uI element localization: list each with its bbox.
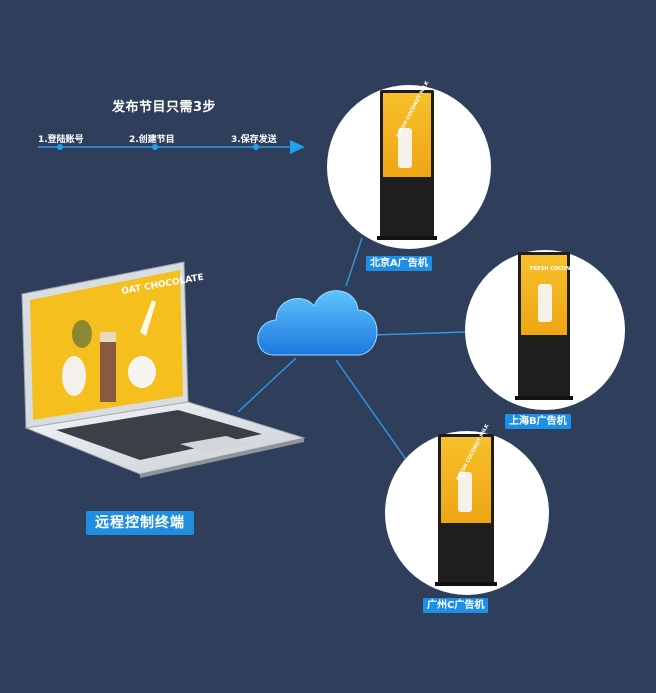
arrow-right-icon: [290, 140, 305, 154]
step-dot-3: [253, 144, 259, 150]
step-dot-1: [57, 144, 63, 150]
laptop-keyboard: [56, 410, 262, 460]
link-shanghai: [371, 331, 467, 336]
kiosk-beijing-label: 北京A广告机: [366, 256, 432, 271]
drink-glass: [100, 340, 116, 402]
link-laptop: [237, 357, 297, 413]
step-1-label: 1.登陆账号: [38, 135, 84, 145]
steps-timeline: [38, 140, 305, 154]
kiosk-guangzhou-circle: FRESH COCONUT MILK: [385, 422, 549, 595]
page-title: 发布节目只需3步: [112, 100, 217, 115]
step-2-label: 2.创建节目: [129, 135, 175, 145]
kiosk-screen-text: FRESH COCONUT MILK: [530, 266, 594, 272]
step-dot-2: [152, 144, 158, 150]
laptop-illustration: OAT CHOCOLATE: [21, 261, 306, 478]
kiosk-beijing-circle: FRESH COCONUT MILK: [327, 79, 491, 249]
kiosk-shanghai-label: 上海B广告机: [505, 414, 571, 429]
link-beijing: [345, 237, 363, 287]
network-links: [237, 237, 467, 469]
step-3-label: 3.保存发送: [231, 135, 277, 145]
laptop-touchpad: [180, 436, 252, 452]
kiosk-guangzhou-label: 广州C广告机: [423, 598, 489, 613]
link-guangzhou: [335, 359, 413, 469]
kiosk-shanghai-circle: FRESH COCONUT MILK: [465, 250, 625, 410]
cloud-icon: [257, 290, 378, 356]
laptop-caption: 远程控制终端: [86, 511, 194, 535]
